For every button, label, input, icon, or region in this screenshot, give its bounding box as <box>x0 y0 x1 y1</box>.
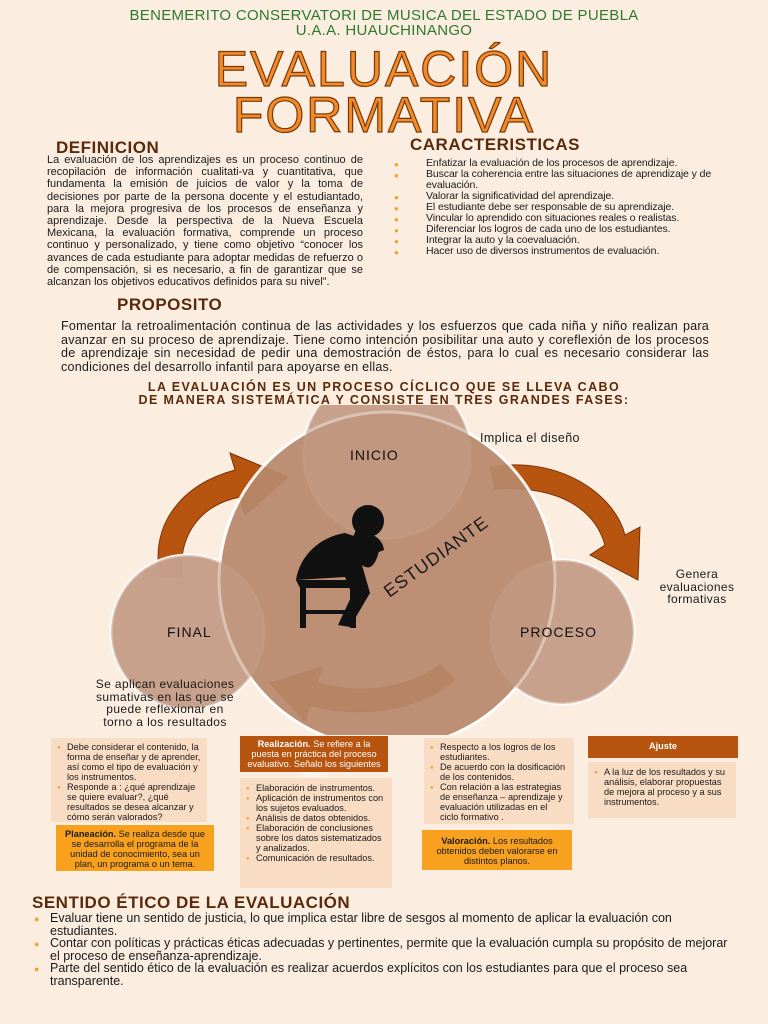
realizacion-step: Análisis de datos obtenidos. <box>246 813 386 824</box>
ajuste-detail-box: A la luz de los resultados y su análisis… <box>588 762 736 818</box>
ciclo-title-line2: DE MANERA SISTEMÁTICA Y CONSISTE EN TRES… <box>138 393 630 407</box>
valoracion-item: Respecto a los logros de los estudiantes… <box>430 742 568 762</box>
realizacion-step: Elaboración de instrumentos. <box>246 783 386 794</box>
realizacion-box: Realización. Se refiere a la puesta en p… <box>240 736 388 779</box>
inicio-detail-box: Debe considerar el contenido, la forma d… <box>51 738 207 822</box>
realizacion-steps-box: Elaboración de instrumentos. Aplicación … <box>240 778 392 888</box>
ciclo-title-line1: LA EVALUACIÓN ES UN PROCESO CÍCLICO QUE … <box>147 380 621 394</box>
institution-name: BENEMERITO CONSERVATORI DE MUSICA DEL ES… <box>129 7 639 24</box>
page-title-line1: EVALUACIÓN <box>214 41 554 97</box>
ajuste-item: A la luz de los resultados y su análisis… <box>594 767 730 807</box>
proposito-text: Fomentar la retroalimentación continua d… <box>61 319 709 374</box>
realizacion-step: Aplicación de instrumentos con los sujet… <box>246 793 386 813</box>
caracteristica-item: Vincular lo aprendido con situaciones re… <box>394 213 742 226</box>
realizacion-step: Elaboración de conclusiones sobre los da… <box>246 823 386 853</box>
valoracion-detail-box: Respecto a los logros de los estudiantes… <box>424 738 574 824</box>
caracteristica-item: Diferenciar los logros de cada uno de lo… <box>394 224 742 237</box>
caracteristica-item: Hacer uso de diversos instrumentos de ev… <box>394 246 742 259</box>
caracteristica-item: Integrar la auto y la coevaluación. <box>394 235 742 248</box>
page-title-line2: FORMATIVA <box>232 87 536 143</box>
valoracion-item: Con relación a las estrategias de enseña… <box>430 782 568 822</box>
definicion-title: DEFINICION <box>56 138 160 157</box>
final-label: FINAL <box>167 624 212 640</box>
valoracion-item: De acuerdo con la dosificación de los co… <box>430 762 568 782</box>
note-inicio: Implica el diseño <box>480 431 580 445</box>
etico-item: Parte del sentido ético de la evaluación… <box>0 962 730 987</box>
note-final: Se aplican evaluaciones sumativas en las… <box>95 677 235 729</box>
caracteristicas-title: CARACTERISTICAS <box>410 135 580 154</box>
caracteristica-item: Enfatizar la evaluación de los procesos … <box>394 158 742 171</box>
note-proceso: Genera evaluaciones formativas <box>659 567 735 606</box>
etico-item: Evaluar tiene un sentido de justicia, lo… <box>0 912 730 937</box>
caracteristicas-list: Enfatizar la evaluación de los procesos … <box>394 158 742 259</box>
proposito-title: PROPOSITO <box>117 295 223 314</box>
realizacion-step: Comunicación de resultados. <box>246 853 386 864</box>
valoracion-box: Valoración. Los resultados obtenidos deb… <box>422 830 572 870</box>
etico-title: SENTIDO ÉTICO DE LA EVALUACIÓN <box>32 893 351 912</box>
definicion-text: La evaluación de los aprendizajes es un … <box>47 154 363 289</box>
etico-list: Evaluar tiene un sentido de justicia, lo… <box>0 912 730 988</box>
student-thinking-icon <box>296 505 384 628</box>
inicio-detail-item: Debe considerar el contenido, la forma d… <box>57 742 201 782</box>
planeacion-box: Planeación. Se realiza desde que se desa… <box>56 825 214 871</box>
cycle-diagram <box>109 405 641 735</box>
inicio-label: INICIO <box>350 447 399 463</box>
ajuste-box: Ajuste <box>588 736 738 758</box>
caracteristica-item: Valorar la significatividad del aprendiz… <box>394 191 742 204</box>
caracteristica-item: Buscar la coherencia entre las situacion… <box>394 169 742 191</box>
institution-unit: U.A.A. HUAUCHINANGO <box>295 22 473 39</box>
inicio-detail-item: Responde a : ¿qué aprendizaje se quiere … <box>57 782 201 822</box>
etico-item: Contar con políticas y prácticas éticas … <box>0 937 730 962</box>
caracteristica-item: El estudiante debe ser responsable de su… <box>394 202 742 215</box>
proceso-label: PROCESO <box>520 624 598 640</box>
